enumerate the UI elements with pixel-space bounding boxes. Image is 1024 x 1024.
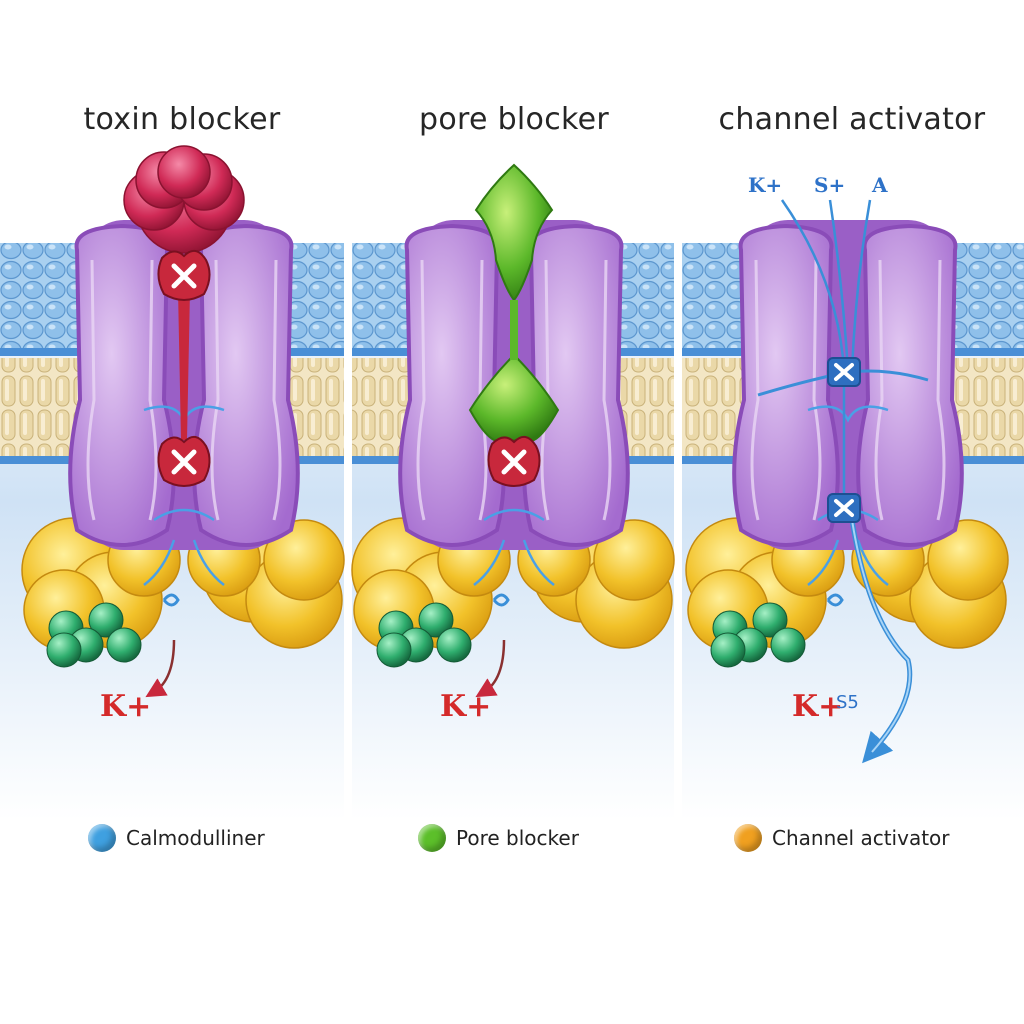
- orange-circle-icon: [734, 824, 762, 852]
- panel-3-calmodulin-ball-1: [752, 602, 788, 638]
- panel-2-calmodulin-ball-1: [418, 602, 454, 638]
- panel-divider-2: [674, 240, 682, 820]
- ion-label-panel-3: K+: [792, 689, 843, 724]
- panel-3-base-lobe-5: [927, 519, 1009, 601]
- panel-1-base-lobe-5: [263, 519, 345, 601]
- panel-1-subunit-highlight-1: [86, 259, 158, 521]
- panel-3-subunit-highlight-1: [750, 259, 822, 521]
- panel-2-subunit-2: [522, 223, 630, 547]
- top-ion-label-1: K+: [748, 173, 782, 197]
- ion-label-extra-panel-3: S5: [836, 692, 859, 713]
- panel-3-calmodulin-ball-3: [770, 627, 806, 663]
- blue-circle-icon: [88, 824, 116, 852]
- panel-3-blue-loop: [826, 593, 844, 607]
- panel-2-subunit-1: [398, 223, 506, 547]
- panel-title-channel-activator: channel activator: [718, 102, 986, 137]
- panel-1-block-bottom-x-icon: [171, 449, 197, 475]
- legend-label: Pore blocker: [456, 826, 579, 850]
- panel-1-calmodulin-ball-3: [106, 627, 142, 663]
- top-ion-label-3: A: [871, 173, 888, 197]
- panel-1-calmodulin-ball-1: [88, 602, 124, 638]
- legend-label: Calmodulliner: [126, 826, 265, 850]
- panel-3-subunit-highlight-2: [874, 259, 946, 521]
- panel-1-block-top-x-icon: [171, 263, 197, 289]
- panel-title-toxin-blocker: toxin blocker: [83, 102, 281, 137]
- panel-2-calmodulin-ball-4: [376, 632, 412, 668]
- panel-1-toxin-lobe-5: [157, 145, 211, 199]
- panel-title-pore-blocker: pore blocker: [419, 102, 609, 137]
- panel-1-subunit-2: [192, 223, 300, 547]
- panel-1-subunit-highlight-2: [210, 259, 282, 521]
- legend-item-pore-blocker: Pore blocker: [418, 824, 579, 852]
- panel-divider-1: [344, 240, 352, 820]
- panel-1-subunit-1: [68, 223, 176, 547]
- panel-2-calmodulin-ball-3: [436, 627, 472, 663]
- ion-label-panel-1: K+: [100, 689, 151, 724]
- panel-3-gate-top-x-icon: [834, 363, 854, 381]
- panel-3-gate-bottom-x-icon: [834, 499, 854, 517]
- green-circle-icon: [418, 824, 446, 852]
- panel-2-blocker-stem: [510, 300, 518, 360]
- legend-item-channel-activator: Channel activator: [734, 824, 950, 852]
- top-ion-label-2: S+: [814, 173, 845, 197]
- panel-2-base-lobe-5: [593, 519, 675, 601]
- panel-2-ion-arrow: [475, 639, 506, 698]
- legend-label: Channel activator: [772, 826, 950, 850]
- panel-3-outflow-arrow-highlight: [851, 519, 911, 753]
- panel-2-blue-loop: [492, 593, 510, 607]
- ion-label-panel-2: K+: [440, 689, 491, 724]
- panel-1-ion-arrow: [145, 639, 176, 698]
- panel-3-calmodulin-ball-4: [710, 632, 746, 668]
- panel-1-toxin-stem: [178, 290, 190, 440]
- panel-1-blue-loop: [162, 593, 180, 607]
- panel-2-blocker-bottom: [468, 353, 560, 441]
- panel-2-block-x-icon: [501, 449, 527, 475]
- panel-1-calmodulin-ball-4: [46, 632, 82, 668]
- legend-item-calmodulin: Calmodulliner: [88, 824, 265, 852]
- panel-3-subunit-2: [856, 223, 964, 547]
